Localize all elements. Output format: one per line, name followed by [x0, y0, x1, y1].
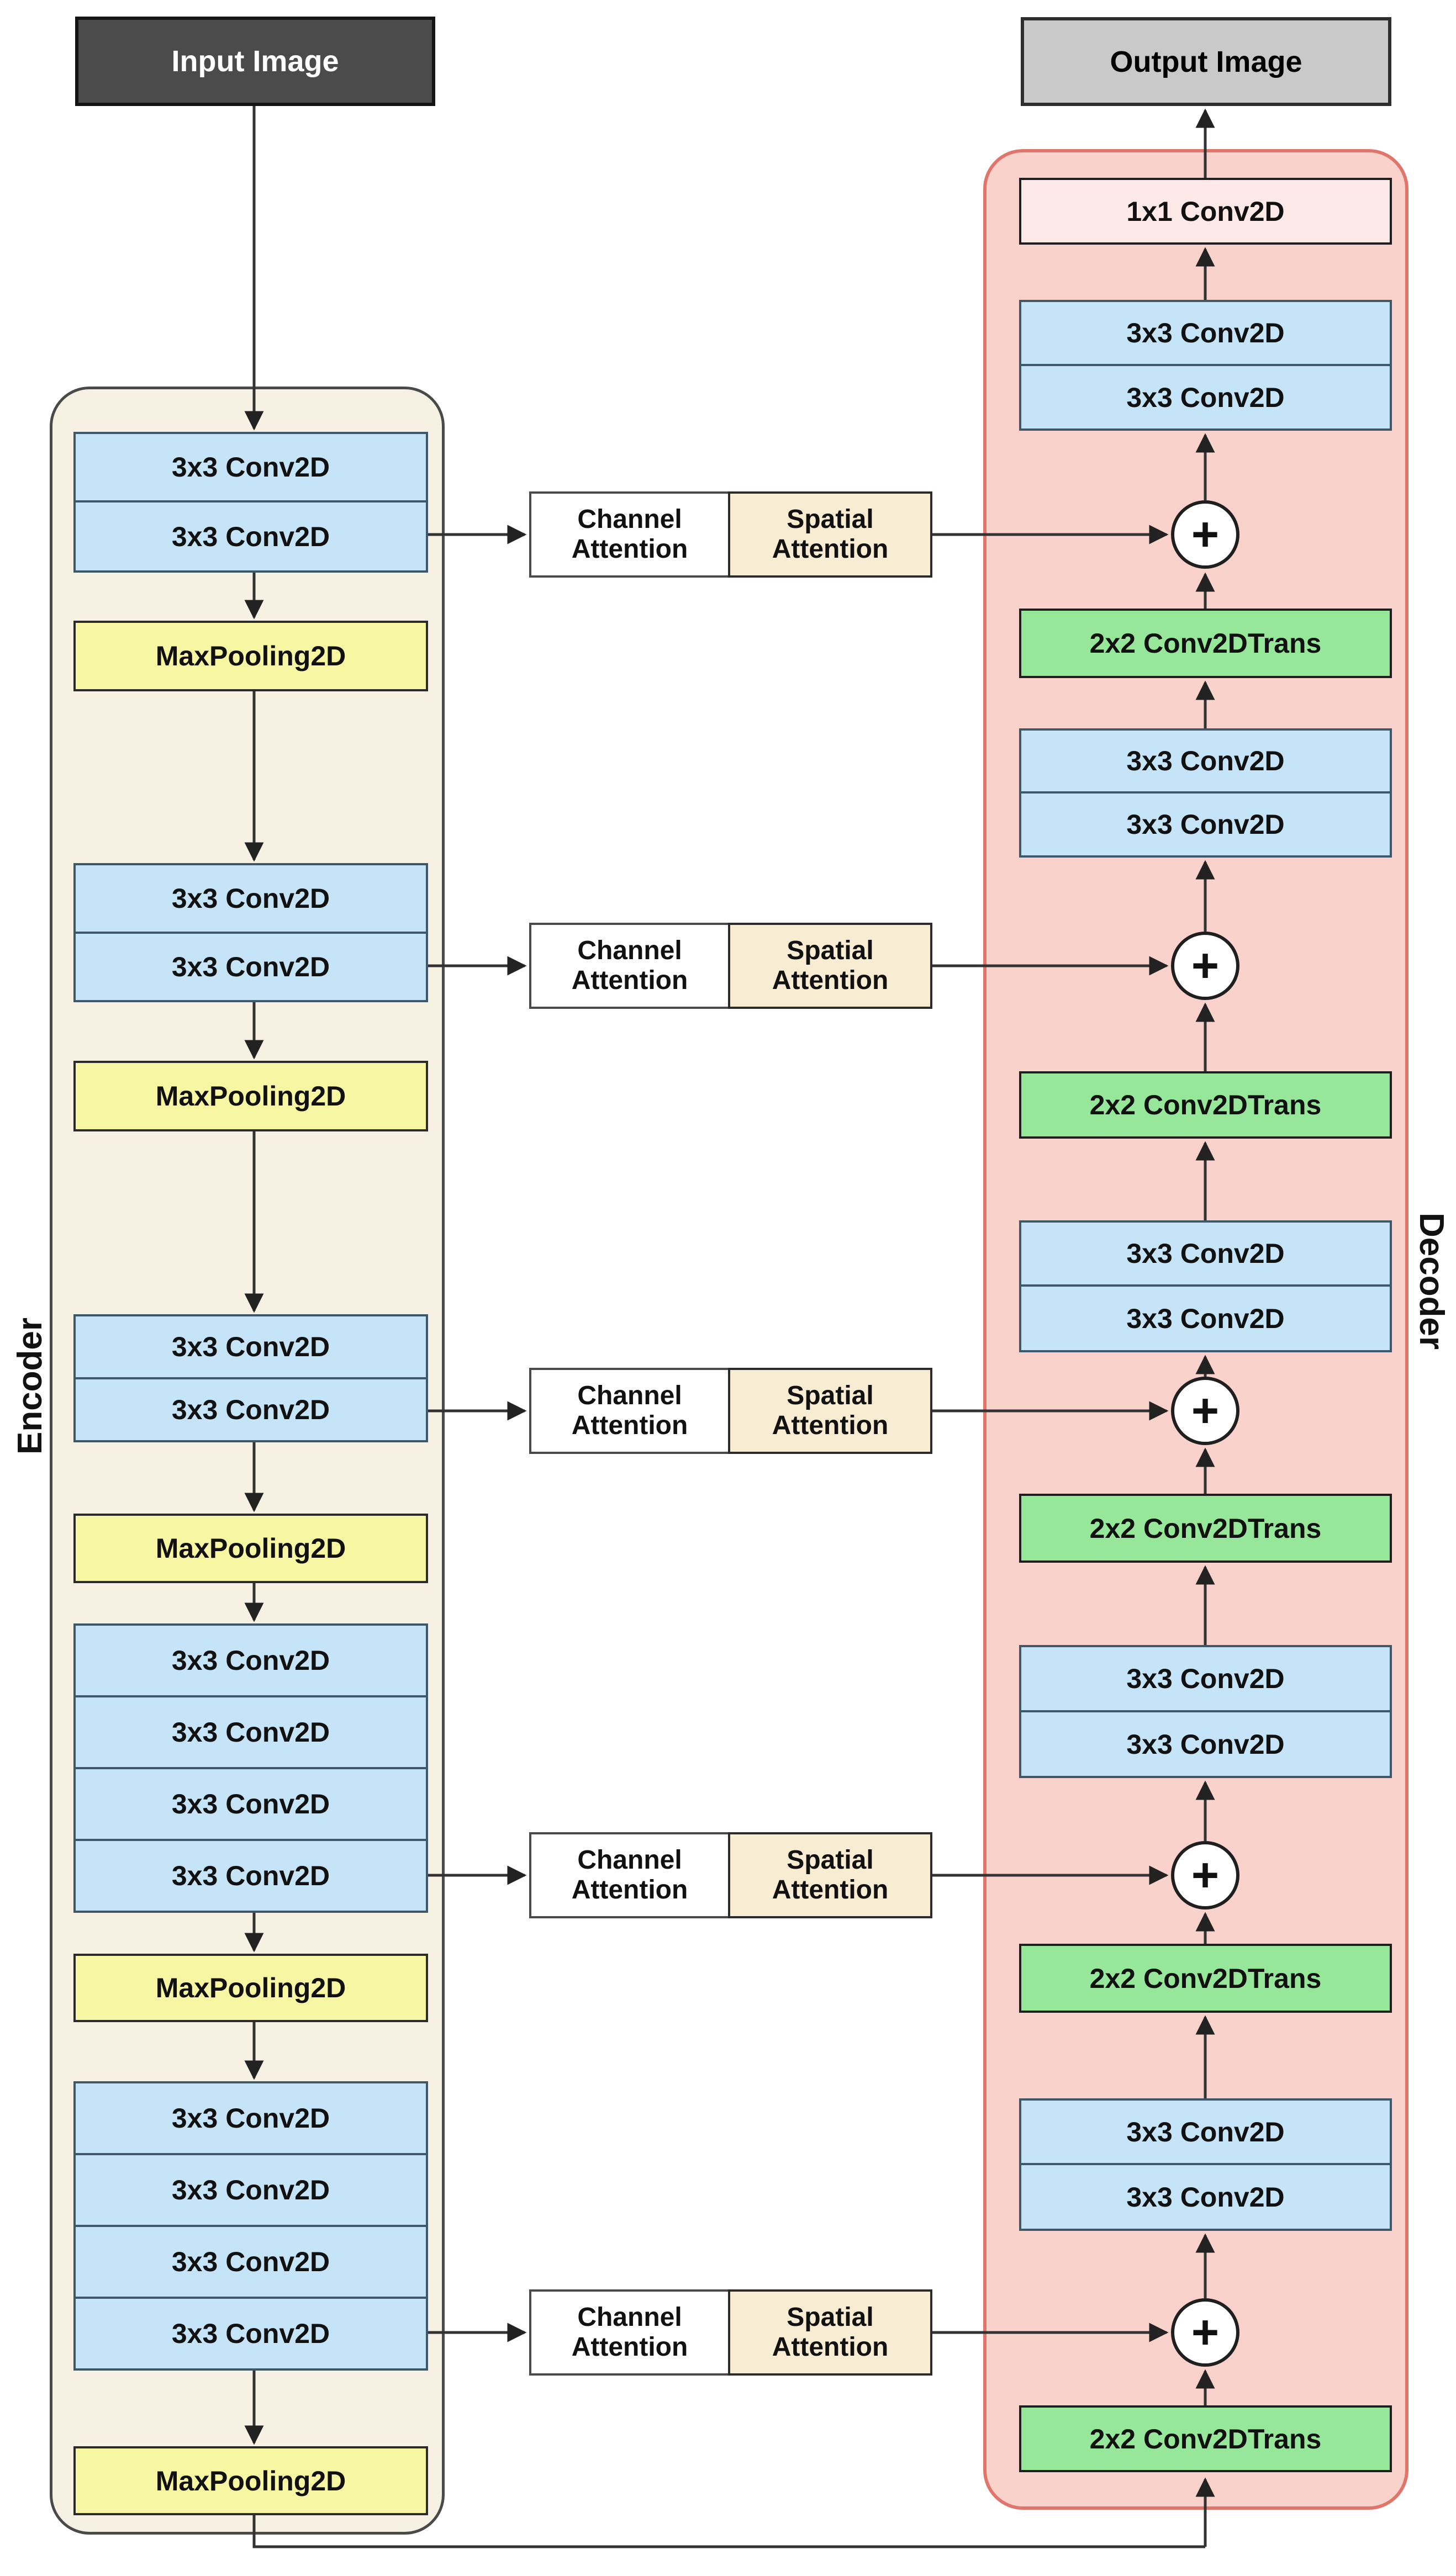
encoder-g1-maxpool: MaxPooling2D — [73, 621, 428, 691]
encoder-g4-conv-2: 3x3 Conv2D — [73, 1695, 428, 1769]
encoder-label: Encoder — [10, 1317, 49, 1455]
encoder-g2-conv-2: 3x3 Conv2D — [73, 932, 428, 1002]
encoder-g1-conv-1: 3x3 Conv2D — [73, 432, 428, 502]
encoder-g5-conv-2: 3x3 Conv2D — [73, 2153, 428, 2227]
spatial-attention-5: Spatial Attention — [728, 2289, 932, 2376]
encoder-g1-conv-2: 3x3 Conv2D — [73, 500, 428, 573]
decoder-s3-conv-2: 3x3 Conv2D — [1019, 1284, 1392, 1352]
merge-plus-2: + — [1171, 932, 1239, 1000]
encoder-g3-conv-2: 3x3 Conv2D — [73, 1377, 428, 1442]
merge-plus-5: + — [1171, 2298, 1239, 2367]
encoder-g5-maxpool: MaxPooling2D — [73, 2446, 428, 2515]
decoder-s4-conv-2: 3x3 Conv2D — [1019, 1710, 1392, 1778]
decoder-s2-conv-1: 3x3 Conv2D — [1019, 728, 1392, 794]
input-image-box: Input Image — [75, 17, 435, 106]
spatial-attention-2: Spatial Attention — [728, 923, 932, 1009]
channel-attention-5: Channel Attention — [529, 2289, 730, 2376]
decoder-s1-conv-1: 3x3 Conv2D — [1019, 300, 1392, 366]
encoder-g4-maxpool: MaxPooling2D — [73, 1954, 428, 2022]
encoder-g4-conv-4: 3x3 Conv2D — [73, 1839, 428, 1913]
encoder-g4-conv-1: 3x3 Conv2D — [73, 1623, 428, 1697]
encoder-g2-maxpool: MaxPooling2D — [73, 1061, 428, 1131]
channel-attention-1: Channel Attention — [529, 491, 730, 578]
encoder-g3-maxpool: MaxPooling2D — [73, 1514, 428, 1583]
decoder-s5-convtrans: 2x2 Conv2DTrans — [1019, 2405, 1392, 2472]
encoder-g5-conv-1: 3x3 Conv2D — [73, 2081, 428, 2155]
decoder-s4-conv-1: 3x3 Conv2D — [1019, 1645, 1392, 1712]
decoder-s2-conv-2: 3x3 Conv2D — [1019, 791, 1392, 858]
encoder-g4-conv-3: 3x3 Conv2D — [73, 1767, 428, 1841]
channel-attention-4: Channel Attention — [529, 1832, 730, 1918]
decoder-s3-convtrans: 2x2 Conv2DTrans — [1019, 1494, 1392, 1563]
decoder-s3-conv-1: 3x3 Conv2D — [1019, 1220, 1392, 1287]
channel-attention-2: Channel Attention — [529, 923, 730, 1009]
encoder-g5-conv-4: 3x3 Conv2D — [73, 2297, 428, 2371]
decoder-s5-conv-1: 3x3 Conv2D — [1019, 2098, 1392, 2165]
merge-plus-1: + — [1171, 500, 1239, 569]
spatial-attention-3: Spatial Attention — [728, 1368, 932, 1454]
channel-attention-3: Channel Attention — [529, 1368, 730, 1454]
decoder-s1-convtrans: 2x2 Conv2DTrans — [1019, 609, 1392, 678]
decoder-s2-convtrans: 2x2 Conv2DTrans — [1019, 1071, 1392, 1139]
output-image-box: Output Image — [1021, 17, 1391, 106]
merge-plus-3: + — [1171, 1377, 1239, 1445]
spatial-attention-4: Spatial Attention — [728, 1832, 932, 1918]
encoder-g2-conv-1: 3x3 Conv2D — [73, 863, 428, 934]
decoder-s1-conv-2: 3x3 Conv2D — [1019, 364, 1392, 431]
decoder-label: Decoder — [1412, 1212, 1451, 1350]
encoder-g3-conv-1: 3x3 Conv2D — [73, 1314, 428, 1379]
decoder-s5-conv-2: 3x3 Conv2D — [1019, 2163, 1392, 2231]
encoder-g5-conv-3: 3x3 Conv2D — [73, 2225, 428, 2299]
decoder-s4-convtrans: 2x2 Conv2DTrans — [1019, 1944, 1392, 2013]
spatial-attention-1: Spatial Attention — [728, 491, 932, 578]
merge-plus-4: + — [1171, 1841, 1239, 1909]
decoder-conv1x1: 1x1 Conv2D — [1019, 178, 1392, 245]
